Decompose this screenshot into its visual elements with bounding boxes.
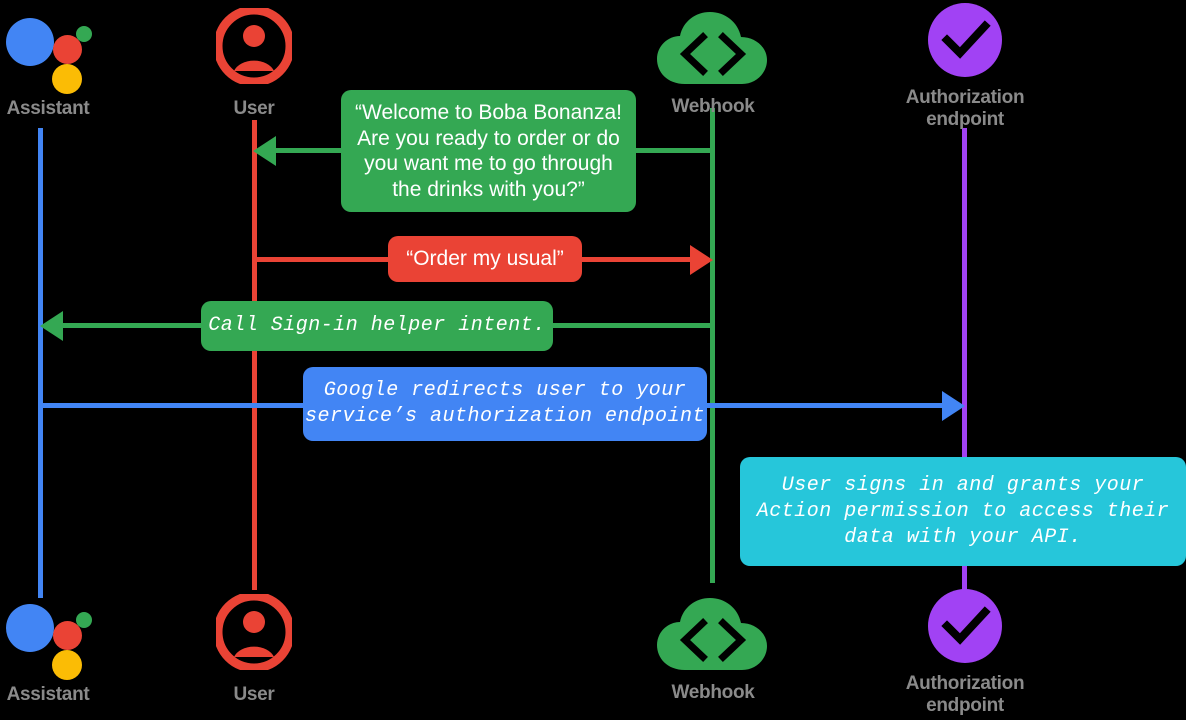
assistant-red-dot-bottom — [53, 621, 82, 650]
cloud-code-icon-bottom — [655, 596, 771, 672]
signs-in-line-3: data with your API. — [844, 525, 1082, 549]
actor-label-auth-bottom: Authorization endpoint — [905, 673, 1025, 716]
assistant-blue-dot-bottom — [6, 604, 54, 652]
signs-in-line-1: User signs in and grants your — [781, 473, 1145, 497]
user-avatar-icon — [213, 5, 295, 87]
arrowhead-redirect-right — [942, 391, 965, 421]
lifeline-assistant — [38, 128, 43, 598]
assistant-yellow-dot-bottom — [52, 650, 82, 680]
assistant-red-dot — [53, 35, 82, 64]
lifeline-auth — [962, 128, 967, 590]
message-bubble-signin: Call Sign-in helper intent. — [201, 301, 553, 351]
actor-label-user-bottom: User — [233, 684, 275, 705]
actor-label-webhook-bottom: Webhook — [671, 682, 755, 703]
google-assistant-icon-bottom — [4, 596, 92, 680]
user-avatar-icon-bottom — [213, 591, 295, 673]
arrowhead-welcome-left — [253, 136, 276, 166]
redirect-line-1: Google redirects user to your — [323, 379, 687, 402]
cloud-code-icon — [655, 10, 771, 86]
lifeline-webhook — [710, 108, 715, 583]
redirect-line-2: service’s authorization endpoint — [304, 405, 706, 428]
assistant-green-dot-bottom — [76, 612, 92, 628]
purple-check-circle-icon-bottom — [927, 588, 1003, 664]
signs-in-line-2: Action permission to access their — [756, 499, 1170, 523]
actor-label-assistant-bottom: Assistant — [6, 684, 90, 705]
welcome-line-4: the drinks with you?” — [392, 177, 585, 201]
welcome-line-2: Are you ready to order or do — [357, 126, 620, 150]
lifeline-user — [252, 120, 257, 590]
order-line-1: “Order my usual” — [406, 247, 564, 271]
actor-label-user-top: User — [233, 98, 275, 119]
message-bubble-order: “Order my usual” — [388, 236, 582, 282]
google-assistant-icon — [4, 10, 92, 94]
actor-label-assistant-top: Assistant — [6, 98, 90, 119]
message-bubble-redirect: Google redirects user to your service’s … — [303, 367, 707, 441]
arrowhead-signin-left — [40, 311, 63, 341]
assistant-yellow-dot — [52, 64, 82, 94]
assistant-blue-dot — [6, 18, 54, 66]
signin-line-1: Call Sign-in helper intent. — [208, 314, 546, 337]
message-bubble-welcome: “Welcome to Boba Bonanza! Are you ready … — [341, 90, 636, 212]
welcome-line-3: you want me to go through — [364, 152, 613, 175]
assistant-green-dot — [76, 26, 92, 42]
purple-check-circle-icon — [927, 2, 1003, 78]
welcome-line-1: “Welcome to Boba Bonanza! — [355, 101, 622, 124]
message-bubble-user-signs-in: User signs in and grants your Action per… — [740, 457, 1186, 566]
actor-label-webhook-top: Webhook — [671, 96, 755, 117]
actor-label-auth-top: Authorization endpoint — [905, 87, 1025, 130]
arrowhead-order-right — [690, 245, 713, 275]
